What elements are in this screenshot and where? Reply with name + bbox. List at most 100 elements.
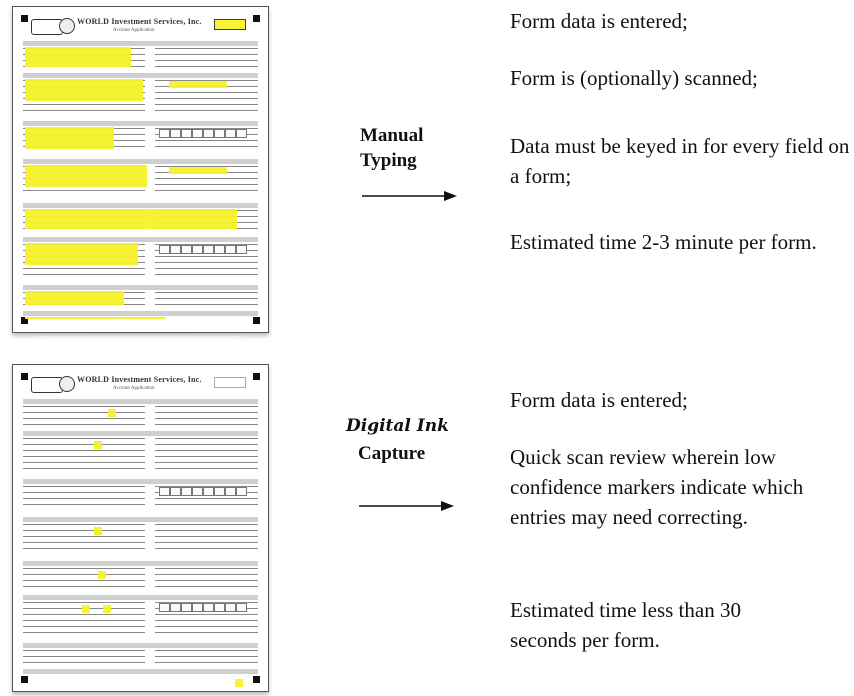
manual-typing-form-image: WORLD Investment Services, Inc. Account … xyxy=(12,6,269,333)
form-line xyxy=(23,536,146,537)
right-arrow-icon xyxy=(359,501,454,511)
form-line xyxy=(23,444,146,445)
form-line xyxy=(154,292,258,293)
form-line xyxy=(154,104,258,105)
form-line xyxy=(23,456,146,457)
form-line xyxy=(154,614,258,615)
form-highlight xyxy=(168,81,228,88)
form-line xyxy=(23,412,146,413)
form-line xyxy=(23,462,146,463)
digital-ink-label: Digital Ink xyxy=(346,416,449,436)
form-line xyxy=(154,530,258,531)
form-line xyxy=(154,486,258,487)
form-field xyxy=(192,245,204,254)
form-field xyxy=(159,245,171,254)
form-line xyxy=(23,530,146,531)
form-line xyxy=(154,626,258,627)
form-field xyxy=(192,129,204,138)
form-line xyxy=(23,498,146,499)
registration-mark xyxy=(253,373,260,380)
registration-mark xyxy=(21,15,28,22)
form-section-bar xyxy=(23,561,258,566)
form-section-bar xyxy=(23,41,258,46)
registration-mark xyxy=(253,15,260,22)
form-highlight xyxy=(25,291,124,305)
form-highlight xyxy=(25,79,143,101)
digital-description: Form data is entered; xyxy=(510,388,688,412)
form-highlight xyxy=(25,127,115,149)
form-line xyxy=(23,274,146,275)
manual-typing-label: Typing xyxy=(360,150,417,171)
form-field xyxy=(225,245,237,254)
form-line xyxy=(154,406,258,407)
form-highlight xyxy=(81,605,90,613)
digital-ink-form-image: WORLD Investment Services, Inc. Account … xyxy=(12,364,269,692)
form-highlight xyxy=(25,317,166,319)
form-highlight xyxy=(102,605,111,613)
form-field xyxy=(181,129,193,138)
form-company-name: WORLD Investment Services, Inc. xyxy=(77,375,202,384)
digital-description: Quick scan review wherein low confidence… xyxy=(510,445,804,529)
form-line xyxy=(23,504,146,505)
form-line xyxy=(23,574,146,575)
form-line xyxy=(154,166,258,167)
form-line xyxy=(154,48,258,49)
form-company-subtitle: Account Application xyxy=(113,28,155,33)
form-field xyxy=(170,603,182,612)
manual-description: Form data is entered; xyxy=(510,9,688,33)
form-highlight xyxy=(25,209,237,229)
form-line xyxy=(154,54,258,55)
form-section-bar xyxy=(23,595,258,600)
form-line xyxy=(154,190,258,191)
form-line xyxy=(23,486,146,487)
form-line xyxy=(154,524,258,525)
form-line xyxy=(154,178,258,179)
form-field xyxy=(236,603,248,612)
form-line xyxy=(154,298,258,299)
form-field xyxy=(170,129,182,138)
form-section-bar xyxy=(23,203,258,208)
form-line xyxy=(23,650,146,651)
form-line xyxy=(23,632,146,633)
form-line xyxy=(154,256,258,257)
form-highlight xyxy=(93,527,102,535)
form-line xyxy=(23,110,146,111)
form-highlight xyxy=(214,19,246,30)
form-field xyxy=(225,487,237,496)
form-field xyxy=(236,487,248,496)
registration-mark xyxy=(253,317,260,324)
registration-mark xyxy=(21,317,28,324)
manual-description: Form is (optionally) scanned; xyxy=(510,66,758,90)
form-line xyxy=(154,656,258,657)
form-line xyxy=(154,462,258,463)
form-field xyxy=(170,245,182,254)
form-company-name: WORLD Investment Services, Inc. xyxy=(77,17,202,26)
form-field xyxy=(181,603,193,612)
form-highlight xyxy=(98,571,107,579)
form-section-bar xyxy=(23,643,258,648)
form-line xyxy=(154,586,258,587)
form-field xyxy=(214,487,226,496)
form-line xyxy=(154,268,258,269)
form-field xyxy=(192,487,204,496)
form-line xyxy=(154,574,258,575)
form-section-bar xyxy=(23,285,258,290)
form-line xyxy=(154,128,258,129)
form-line xyxy=(23,542,146,543)
form-line xyxy=(23,662,146,663)
form-body xyxy=(23,399,258,687)
form-body xyxy=(23,41,258,319)
form-section-bar xyxy=(23,479,258,484)
form-line xyxy=(154,438,258,439)
form-field xyxy=(170,487,182,496)
form-line xyxy=(154,304,258,305)
form-highlight xyxy=(25,165,148,187)
form-section-bar xyxy=(23,237,258,242)
form-shadow xyxy=(14,333,264,338)
form-section-bar xyxy=(23,669,258,674)
form-line xyxy=(154,498,258,499)
form-header: WORLD Investment Services, Inc. Account … xyxy=(21,373,260,401)
form-line xyxy=(23,190,146,191)
form-line xyxy=(154,542,258,543)
seal-icon xyxy=(59,18,75,34)
